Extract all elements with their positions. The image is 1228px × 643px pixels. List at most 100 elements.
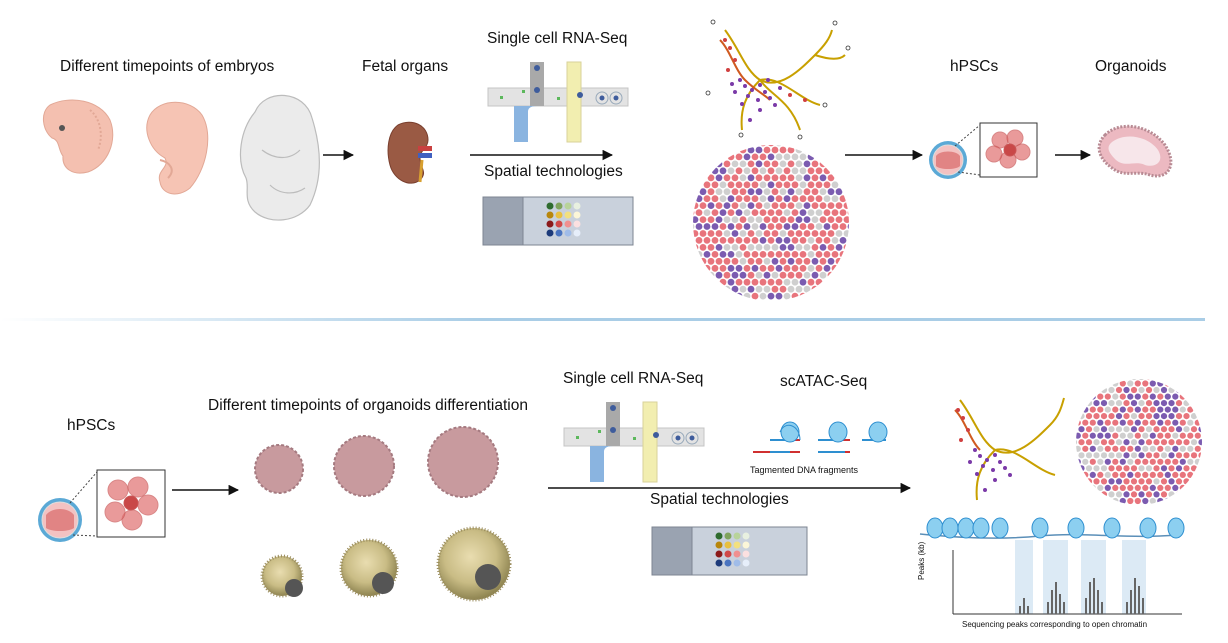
spatial-spot (1085, 426, 1093, 433)
spatial-spot (1078, 439, 1085, 446)
spatial-spot (1093, 386, 1100, 394)
spatial-spot (1160, 400, 1168, 407)
spatial-spot (815, 145, 823, 147)
spatial-spot (1145, 465, 1153, 472)
spatial-spot (707, 160, 715, 168)
peak-bar (1142, 598, 1144, 614)
spatial-spot (707, 188, 715, 196)
spatial-spot (819, 174, 827, 182)
spatial-spot (1172, 380, 1179, 387)
spatial-spot (795, 271, 803, 279)
spatial-spot (803, 216, 811, 224)
spatial-spot (751, 223, 759, 230)
spatial-spot (723, 230, 731, 237)
brightfield-medium (339, 538, 399, 598)
spatial-spot (1093, 465, 1100, 472)
spatial-spot (747, 146, 755, 154)
spatial-spot (759, 278, 767, 286)
spatial-spot-map-bottom (1076, 379, 1202, 505)
spatial-spot (1097, 380, 1104, 387)
spatial-spot (1112, 419, 1119, 426)
spatial-spot (771, 285, 779, 293)
spatial-spot (1085, 478, 1093, 485)
peak-bar (1047, 602, 1049, 614)
spatial-spot (719, 145, 727, 147)
spatial-spot (693, 209, 695, 217)
spatial-spot (1172, 471, 1179, 478)
spatial-spot (1076, 497, 1081, 505)
spatial-spot (807, 209, 815, 217)
spatial-spot (711, 223, 719, 230)
spatial-spot (1100, 465, 1108, 472)
spatial-spot (1157, 497, 1164, 505)
spatial-spot (799, 167, 807, 175)
spatial-spot (703, 145, 711, 147)
spatial-spot (719, 251, 727, 258)
spatial-spot (1123, 379, 1130, 381)
spatial-spot (1190, 439, 1198, 446)
spatial-spot (1085, 452, 1093, 459)
spatial-spot (847, 209, 849, 217)
spatial-spot (1076, 419, 1081, 426)
spatial-spot (819, 271, 827, 279)
spatial-spot (711, 145, 719, 147)
spatial-spot (787, 230, 795, 237)
spatial-spot (1138, 478, 1145, 485)
spatial-label-bottom: Spatial technologies (650, 491, 789, 508)
spatial-spot (703, 223, 711, 230)
spatial-spot (1078, 386, 1085, 394)
spatial-spot (823, 195, 831, 203)
spatial-spot (815, 292, 823, 300)
spatial-spot (1093, 452, 1100, 459)
spatial-spot (707, 257, 715, 265)
spatial-spot (803, 174, 811, 182)
spatial-spot (835, 230, 843, 237)
microfluidic-chip-top (487, 61, 629, 143)
spatial-spot (731, 146, 739, 154)
spatial-spot (693, 202, 699, 210)
spatial-spot (1115, 478, 1123, 485)
spatial-spot (1093, 491, 1100, 498)
spatial-spot (1076, 439, 1078, 446)
spatial-spot (783, 195, 791, 203)
spatial-spot (715, 230, 723, 237)
spatial-spot (1082, 458, 1089, 465)
spatial-spot (1112, 471, 1119, 478)
spatial-spot (779, 160, 787, 168)
spatial-spot (751, 153, 759, 161)
spatial-spot (1153, 386, 1160, 394)
spatial-spot (1104, 419, 1111, 426)
spatial-spot (723, 257, 731, 265)
spatial-spot (1187, 484, 1194, 491)
spatial-spot (1130, 426, 1138, 433)
spatial-spot (1085, 400, 1093, 407)
peak-bar (1138, 586, 1140, 614)
spatial-spot (787, 202, 795, 210)
spatial-spot (839, 264, 847, 272)
spatial-spot (1123, 491, 1130, 498)
spatial-spot (1134, 393, 1141, 400)
spatial-spot (783, 153, 791, 161)
spatial-spot (693, 167, 695, 175)
spatial-spot (711, 153, 719, 161)
spatial-spot (747, 216, 755, 224)
spatial-spot (695, 237, 703, 244)
spatial-spot (763, 188, 771, 196)
spatial-spot (1134, 406, 1141, 413)
spatial-spot (1097, 393, 1104, 400)
spatial-spot (739, 216, 747, 224)
spatial-spot (827, 244, 835, 251)
spatial-spot (827, 160, 835, 168)
spatial-spot (1115, 452, 1123, 459)
spatial-spot (1138, 386, 1145, 394)
spot-grid-top (546, 202, 581, 237)
spatial-spot (823, 292, 831, 300)
spatial-spot (695, 264, 703, 272)
spatial-spot (1078, 426, 1085, 433)
spatial-spot (711, 167, 719, 175)
embryo-late (239, 94, 320, 221)
spatial-spot (755, 216, 763, 224)
spatial-spot (775, 181, 783, 189)
spatial-spot (835, 257, 843, 265)
